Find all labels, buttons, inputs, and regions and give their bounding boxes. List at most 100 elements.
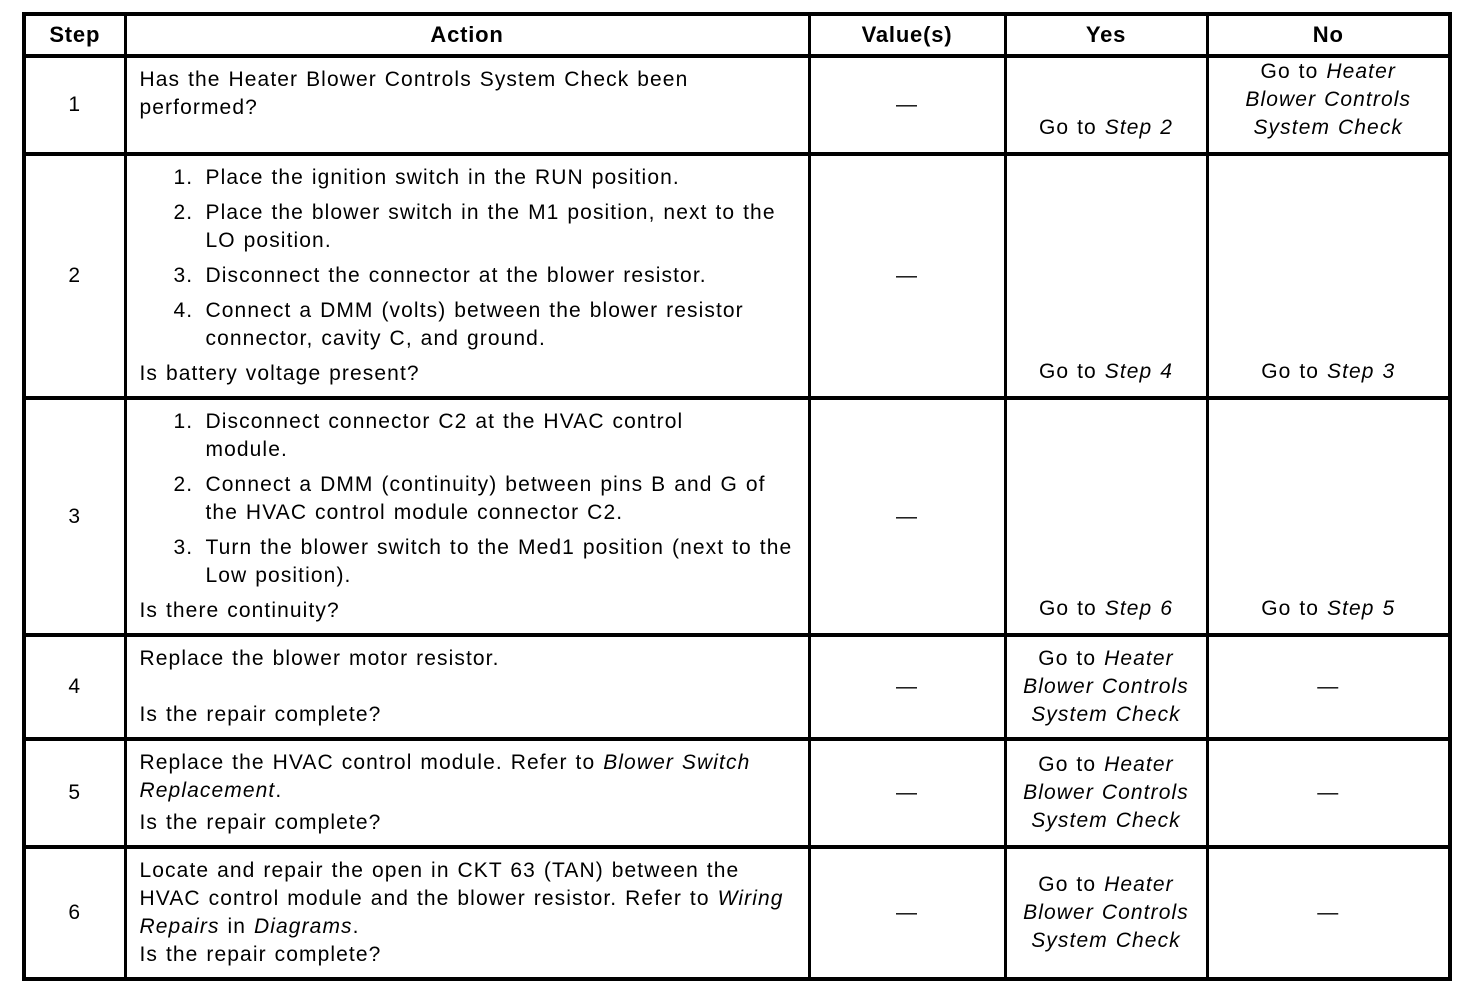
table-row-step-1: 1 Has the Heater Blower Controls System … <box>22 54 1452 156</box>
step-number: 1 <box>22 54 127 156</box>
header-row: Step Action Value(s) Yes No <box>22 12 1452 58</box>
item-number: 3. <box>173 264 194 287</box>
no-result-text: Go to Step 3 <box>1238 358 1418 386</box>
table-row-step-2: 2 1. Place the ignition switch in the RU… <box>22 152 1452 400</box>
table-row-step-5: 5 Replace the HVAC control module. Refer… <box>22 737 1452 849</box>
no-result: Go to Heater Blower Controls System Chec… <box>1205 54 1452 156</box>
goto-reference: Heater Blower Controls System Check <box>1023 753 1189 832</box>
yes-result: Go to Heater Blower Controls System Chec… <box>1003 633 1209 741</box>
goto-reference: Step 3 <box>1326 360 1396 383</box>
no-result: Go to Step 3 <box>1205 152 1452 400</box>
value-dash: — <box>807 152 1007 400</box>
value-dash: — <box>807 396 1007 637</box>
goto-prefix: Go to <box>1261 597 1327 620</box>
item-text: Connect a DMM (volts) between the blower… <box>205 299 744 350</box>
col-header-values: Value(s) <box>807 12 1007 58</box>
action-text: Has the Heater Blower Controls System Ch… <box>139 68 689 119</box>
no-result-text: Go to Step 5 <box>1238 595 1418 623</box>
no-result: Go to Step 5 <box>1205 396 1452 637</box>
step-number: 3 <box>22 396 127 637</box>
action-content: 1. Disconnect connector C2 at the HVAC c… <box>140 408 798 625</box>
goto-prefix: Go to <box>1038 116 1105 139</box>
item-number: 2. <box>173 201 194 224</box>
table-row-step-4: 4 Replace the blower motor resistor. Is … <box>22 633 1452 741</box>
yes-result-text: Go to Step 2 <box>1016 114 1196 142</box>
table-row-step-6: 6 Locate and repair the open in CKT 63 (… <box>22 845 1452 981</box>
item-number: 2. <box>173 473 194 496</box>
action-text-part: in <box>219 915 254 938</box>
action-cell: Replace the blower motor resistor. Is th… <box>123 633 811 741</box>
action-item: 4. Connect a DMM (volts) between the blo… <box>174 297 798 353</box>
action-item: 3. Disconnect the connector at the blowe… <box>174 262 798 290</box>
yes-result: Go to Step 6 <box>1003 396 1209 637</box>
col-header-action: Action <box>123 12 811 58</box>
action-question: Is there continuity? <box>139 599 340 622</box>
action-item: 2. Place the blower switch in the M1 pos… <box>174 199 798 255</box>
yes-result: Go to Heater Blower Controls System Chec… <box>1003 737 1209 849</box>
value-dash: — <box>807 845 1007 981</box>
action-reference: Diagrams <box>253 915 353 938</box>
scanned-page: Step Action Value(s) Yes No 1 Has the He… <box>22 12 1452 981</box>
yes-result-text: Go to Step 4 <box>1016 358 1196 386</box>
action-text-part: Locate and repair the open in CKT 63 (TA… <box>139 859 740 910</box>
step-number: 5 <box>22 737 127 849</box>
value-dash: — <box>807 54 1007 156</box>
goto-prefix: Go to <box>1038 753 1105 776</box>
item-number: 1. <box>173 410 194 433</box>
diagnostic-table: Step Action Value(s) Yes No 1 Has the He… <box>22 12 1452 981</box>
action-text: Replace the HVAC control module. Refer t… <box>140 749 798 805</box>
goto-reference: Heater Blower Controls System Check <box>1023 647 1189 726</box>
goto-prefix: Go to <box>1038 360 1105 383</box>
item-text: Turn the blower switch to the Med1 posit… <box>205 536 793 587</box>
action-cell: Has the Heater Blower Controls System Ch… <box>123 54 811 156</box>
yes-result-text: Go to Step 6 <box>1016 595 1196 623</box>
action-text-part: Replace the HVAC control module. Refer t… <box>139 751 604 774</box>
action-reference: Wiring Repairs <box>139 887 784 938</box>
col-header-yes: Yes <box>1003 12 1209 58</box>
yes-result-text: Go to Heater Blower Controls System Chec… <box>1016 871 1196 955</box>
col-header-step: Step <box>22 12 127 58</box>
value-dash: — <box>807 633 1007 741</box>
goto-prefix: Go to <box>1038 647 1105 670</box>
action-question: Is the repair complete? <box>139 943 382 966</box>
step-number: 2 <box>22 152 127 400</box>
no-result-text: Go to Heater Blower Controls System Chec… <box>1238 58 1418 142</box>
action-content: Replace the HVAC control module. Refer t… <box>140 749 798 837</box>
action-item: 3. Turn the blower switch to the Med1 po… <box>174 534 798 590</box>
action-cell: Replace the HVAC control module. Refer t… <box>123 737 811 849</box>
item-number: 4. <box>173 299 194 322</box>
action-question: Is the repair complete? <box>139 811 382 834</box>
action-cell: Locate and repair the open in CKT 63 (TA… <box>123 845 811 981</box>
no-result: — <box>1205 633 1452 741</box>
action-item: 1. Disconnect connector C2 at the HVAC c… <box>174 408 798 464</box>
goto-reference: Step 2 <box>1104 116 1174 139</box>
goto-prefix: Go to <box>1038 873 1105 896</box>
goto-prefix: Go to <box>1038 597 1105 620</box>
goto-prefix: Go to <box>1260 60 1327 83</box>
item-text: Disconnect connector C2 at the HVAC cont… <box>205 410 684 461</box>
item-number: 1. <box>173 166 194 189</box>
goto-reference: Heater Blower Controls System Check <box>1245 60 1412 139</box>
goto-prefix: Go to <box>1261 360 1327 383</box>
action-cell: 1. Disconnect connector C2 at the HVAC c… <box>123 396 811 637</box>
item-number: 3. <box>173 536 194 559</box>
action-content: Replace the blower motor resistor. Is th… <box>140 645 798 729</box>
action-item: 1. Place the ignition switch in the RUN … <box>174 164 798 192</box>
no-result: — <box>1205 845 1452 981</box>
yes-result-text: Go to Heater Blower Controls System Chec… <box>1016 645 1196 729</box>
goto-reference: Step 4 <box>1104 360 1174 383</box>
yes-result: Go to Heater Blower Controls System Chec… <box>1003 845 1209 981</box>
step-number: 6 <box>22 845 127 981</box>
yes-result: Go to Step 2 <box>1003 54 1209 156</box>
action-content: 1. Place the ignition switch in the RUN … <box>140 164 798 388</box>
action-text: Replace the blower motor resistor. <box>139 647 500 670</box>
step-number: 4 <box>22 633 127 741</box>
action-text: Locate and repair the open in CKT 63 (TA… <box>140 857 798 941</box>
goto-reference: Step 5 <box>1326 597 1396 620</box>
action-cell: 1. Place the ignition switch in the RUN … <box>123 152 811 400</box>
yes-result: Go to Step 4 <box>1003 152 1209 400</box>
action-content: Locate and repair the open in CKT 63 (TA… <box>140 857 798 969</box>
action-question: Is battery voltage present? <box>139 362 420 385</box>
action-question: Is the repair complete? <box>139 703 382 726</box>
action-text-part: . <box>352 915 360 938</box>
